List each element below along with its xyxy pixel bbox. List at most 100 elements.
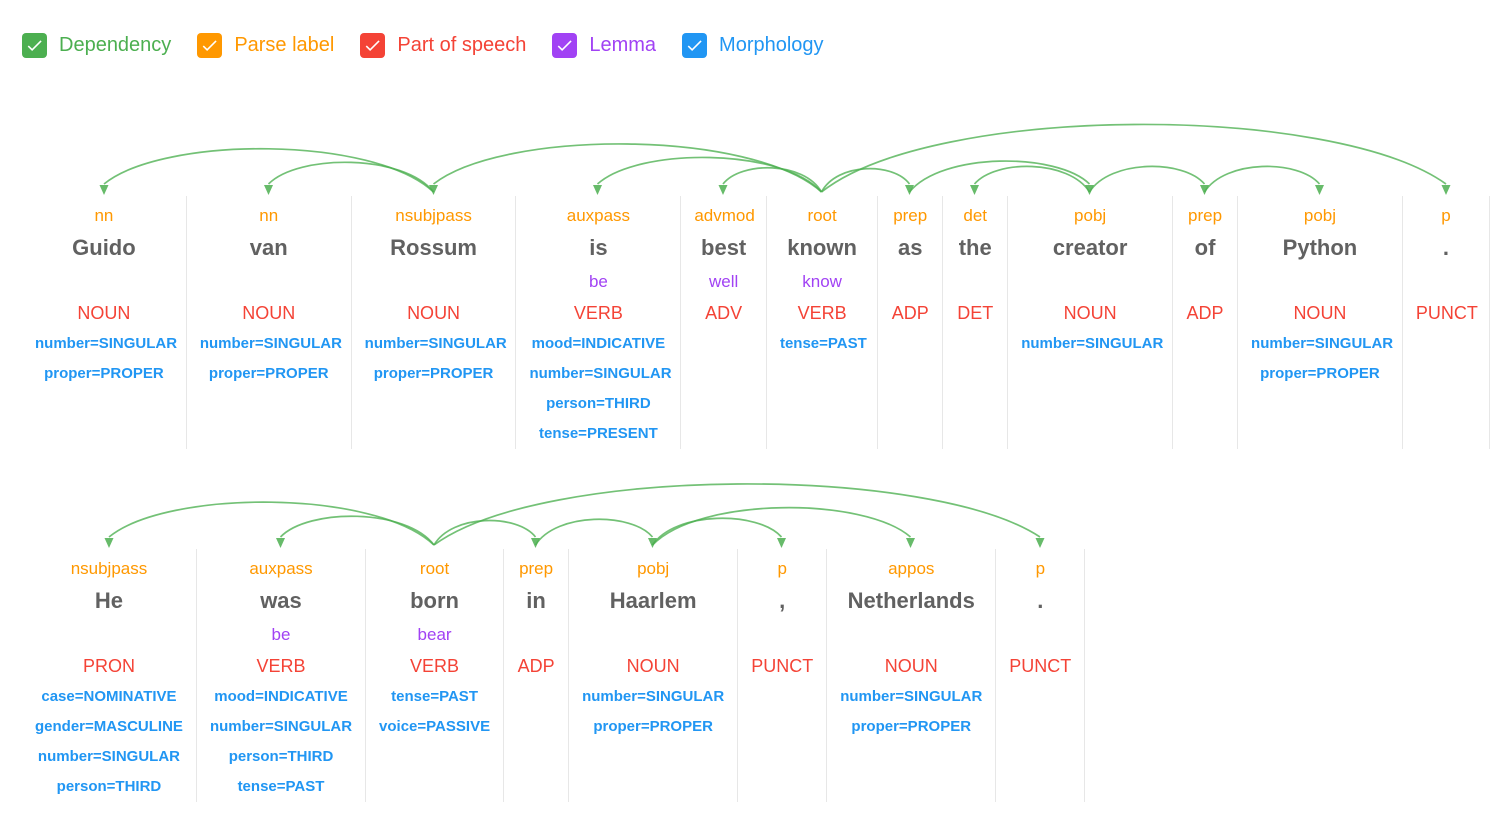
token-lemma: [1186, 268, 1224, 299]
morphology-feature: number=SINGULAR: [1251, 335, 1394, 352]
token-word: He: [94, 588, 124, 613]
parse-label: auxpass: [249, 559, 313, 578]
parse-label: nsubjpass: [70, 559, 148, 578]
token-lemma: well: [708, 272, 739, 291]
checkbox-parse-label[interactable]: Parse label: [197, 32, 335, 58]
morphology-feature: number=SINGULAR: [209, 718, 353, 735]
token-lemma: [1251, 268, 1389, 299]
token-pos: PUNCT: [751, 656, 814, 676]
parse-label: nsubjpass: [395, 206, 472, 225]
checkbox-dependency[interactable]: Dependency: [22, 32, 171, 58]
token-morphology: number=SINGULAR proper=PROPER: [840, 682, 982, 742]
token-lemma: [891, 268, 929, 299]
morphology-feature: proper=PROPER: [44, 365, 164, 382]
token-lemma: know: [802, 272, 842, 291]
parse-label: pobj: [1303, 206, 1337, 225]
morphology-feature: number=SINGULAR: [529, 365, 672, 382]
morphology-feature: proper=PROPER: [593, 718, 713, 735]
part-of-speech-checkbox-icon: [360, 32, 386, 58]
token-pos: NOUN: [1293, 303, 1347, 323]
token-word: Netherlands: [847, 588, 975, 613]
parse-label: prep: [1188, 206, 1223, 225]
lemma-checkbox-label: Lemma: [589, 33, 657, 56]
morphology-checkbox-icon: [682, 32, 708, 58]
morphology-feature: person=THIRD: [228, 748, 334, 765]
parse-label: pobj: [637, 559, 670, 578]
token-pos: VERB: [797, 303, 847, 323]
token-word: Rossum: [390, 235, 477, 260]
token-cell: p,PUNCT: [737, 549, 826, 802]
morphology-feature: mood=INDICATIVE: [531, 335, 666, 352]
parse-label: auxpass: [566, 206, 631, 225]
morphology-feature: proper=PROPER: [373, 365, 494, 382]
token-pos: PUNCT: [1415, 303, 1478, 323]
token-lemma: bear: [417, 625, 452, 644]
checkbox-morphology[interactable]: Morphology: [682, 32, 824, 58]
morphology-checkbox-label: Morphology: [719, 33, 824, 56]
token-word: .: [1442, 235, 1449, 260]
parse-label: nn: [94, 206, 114, 225]
morphology-feature: tense=PAST: [237, 778, 325, 795]
morphology-feature: number=SINGULAR: [35, 335, 178, 352]
token-cell: p.PUNCT: [995, 549, 1086, 802]
morphology-feature: number=SINGULAR: [582, 688, 725, 705]
token-pos: ADP: [517, 656, 555, 676]
token-morphology: mood=INDICATIVE number=SINGULAR person=THI…: [210, 682, 352, 802]
token-pos: VERB: [410, 656, 460, 676]
token-pos: NOUN: [626, 656, 680, 676]
token-lemma: [751, 621, 813, 652]
checkbox-part-of-speech[interactable]: Part of speech: [360, 32, 527, 58]
token-word: creator: [1052, 235, 1128, 260]
checkbox-lemma[interactable]: Lemma: [552, 32, 657, 58]
morphology-feature: number=SINGULAR: [37, 748, 181, 765]
parse-label: prep: [893, 206, 928, 225]
token-word: in: [526, 588, 546, 613]
token-word: ,: [779, 588, 786, 613]
parse-label: advmod: [694, 206, 755, 225]
morphology-feature: mood=INDICATIVE: [214, 688, 348, 705]
token-lemma: [1416, 268, 1476, 299]
token-pos: NOUN: [884, 656, 938, 676]
parse-label: p: [1035, 559, 1046, 578]
token-lemma: be: [588, 272, 608, 291]
parse-label: root: [807, 206, 837, 225]
token-pos: PRON: [82, 656, 135, 676]
token-pos: VERB: [256, 656, 306, 676]
token-word: best: [701, 235, 747, 260]
token-morphology: number=SINGULAR proper=PROPER: [1251, 329, 1394, 389]
morphology-feature: gender=MASCULINE: [35, 718, 183, 735]
part-of-speech-checkbox-label: Part of speech: [397, 33, 527, 56]
token-lemma: [200, 268, 338, 299]
dependency-checkbox-icon: [22, 32, 47, 58]
parse-label-checkbox-icon: [197, 32, 223, 58]
token-lemma: be: [271, 625, 291, 644]
parse-label-checkbox-label: Parse label: [234, 33, 335, 56]
morphology-feature: proper=PROPER: [851, 718, 972, 735]
token-morphology: number=SINGULAR proper=PROPER: [582, 682, 724, 742]
morphology-feature: number=SINGULAR: [1021, 335, 1164, 352]
morphology-feature: proper=PROPER: [1260, 365, 1380, 382]
morphology-feature: person=THIRD: [546, 395, 651, 412]
token-lemma: [582, 621, 724, 652]
token-lemma: [365, 268, 503, 299]
parse-label: p: [1441, 206, 1451, 225]
morphology-feature: number=SINGULAR: [840, 688, 983, 705]
token-pos: NOUN: [407, 303, 461, 323]
token-pos: ADP: [891, 303, 929, 323]
token-lemma: [517, 621, 555, 652]
token-lemma: [1021, 268, 1159, 299]
